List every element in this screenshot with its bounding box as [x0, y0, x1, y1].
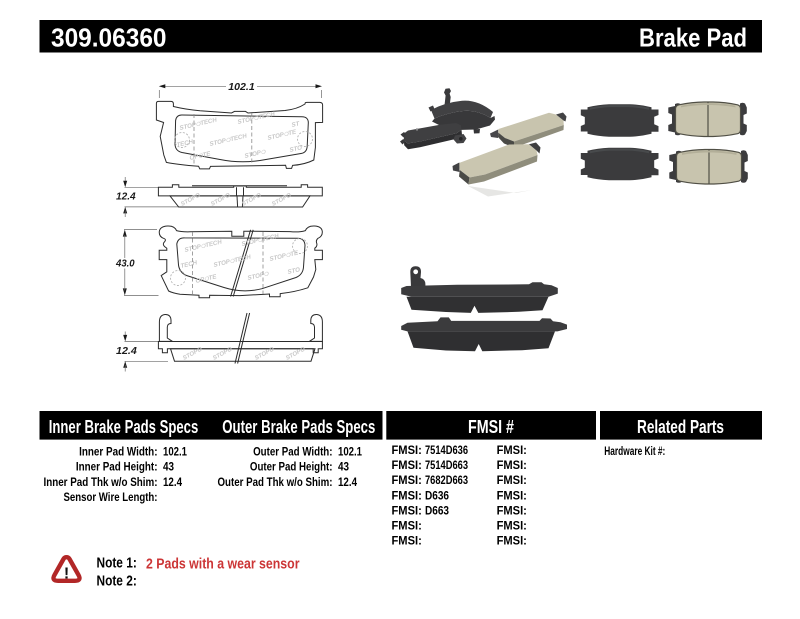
svg-text:FMSI:: FMSI:: [497, 534, 527, 548]
svg-text:102.1: 102.1: [228, 81, 255, 93]
svg-text:FMSI:: FMSI:: [497, 458, 527, 472]
svg-text:!: !: [64, 566, 69, 583]
svg-text:FMSI:: FMSI:: [497, 503, 527, 517]
svg-text:Outer Pad Thk w/o Shim:: Outer Pad Thk w/o Shim:: [218, 475, 333, 489]
svg-text:FMSI:: FMSI:: [497, 488, 527, 502]
svg-text:FMSI:: FMSI:: [497, 443, 527, 457]
svg-text:102.1: 102.1: [338, 445, 362, 459]
svg-text:Related Parts: Related Parts: [637, 417, 724, 437]
svg-text:Inner Pad Width:: Inner Pad Width:: [79, 445, 157, 459]
svg-text:7514D636: 7514D636: [425, 443, 468, 457]
svg-text:TECH: TECH: [180, 259, 199, 270]
svg-text:OP❍TE: OP❍TE: [189, 150, 212, 162]
svg-text:Sensor Wire Length:: Sensor Wire Length:: [64, 490, 158, 504]
svg-text:43.0: 43.0: [115, 257, 135, 269]
svg-text:12.4: 12.4: [163, 475, 182, 489]
svg-text:309.06360: 309.06360: [51, 22, 167, 52]
svg-text:FMSI:: FMSI:: [392, 503, 422, 517]
svg-text:Note 1:: Note 1:: [97, 556, 137, 572]
svg-text:FMSI:: FMSI:: [392, 534, 422, 548]
svg-text:Note 2:: Note 2:: [97, 574, 137, 590]
svg-text:STOP❍: STOP❍: [244, 148, 267, 160]
svg-text:12.4: 12.4: [338, 475, 357, 489]
svg-text:12.4: 12.4: [116, 345, 137, 357]
svg-text:Outer Pad Width:: Outer Pad Width:: [253, 445, 332, 459]
svg-text:OP❍TE: OP❍TE: [195, 273, 218, 285]
svg-text:43: 43: [163, 460, 174, 474]
svg-text:7682D663: 7682D663: [425, 473, 468, 487]
svg-text:Outer Brake Pads Specs: Outer Brake Pads Specs: [222, 417, 375, 437]
svg-text:STOP❍: STOP❍: [247, 270, 270, 282]
svg-text:Inner Pad Height:: Inner Pad Height:: [76, 460, 158, 474]
svg-text:Outer Pad Height:: Outer Pad Height:: [250, 460, 333, 474]
svg-text:102.1: 102.1: [163, 445, 187, 459]
svg-text:FMSI #: FMSI #: [468, 417, 514, 437]
svg-text:FMSI:: FMSI:: [392, 443, 422, 457]
svg-text:STO: STO: [289, 144, 303, 154]
svg-text:D663: D663: [425, 503, 449, 517]
svg-text:FMSI:: FMSI:: [392, 458, 422, 472]
svg-text:FMSI:: FMSI:: [392, 519, 422, 533]
svg-text:FMSI:: FMSI:: [497, 519, 527, 533]
svg-text:D636: D636: [425, 488, 449, 502]
svg-text:ST: ST: [291, 120, 301, 129]
svg-text:TECH: TECH: [176, 138, 195, 149]
svg-text:2 Pads with a wear sensor: 2 Pads with a wear sensor: [146, 557, 300, 573]
svg-text:7514D663: 7514D663: [425, 458, 468, 472]
svg-text:12.4: 12.4: [116, 190, 136, 202]
svg-text:Inner Brake Pads Specs: Inner Brake Pads Specs: [49, 417, 199, 437]
svg-text:Hardware Kit #:: Hardware Kit #:: [604, 444, 665, 458]
svg-text:STO: STO: [287, 266, 301, 276]
svg-text:FMSI:: FMSI:: [392, 488, 422, 502]
svg-text:FMSI:: FMSI:: [392, 473, 422, 487]
svg-text:Brake Pad: Brake Pad: [639, 22, 747, 52]
svg-text:43: 43: [338, 460, 349, 474]
svg-text:FMSI:: FMSI:: [497, 473, 527, 487]
svg-text:Inner Pad Thk w/o Shim:: Inner Pad Thk w/o Shim:: [44, 475, 158, 489]
